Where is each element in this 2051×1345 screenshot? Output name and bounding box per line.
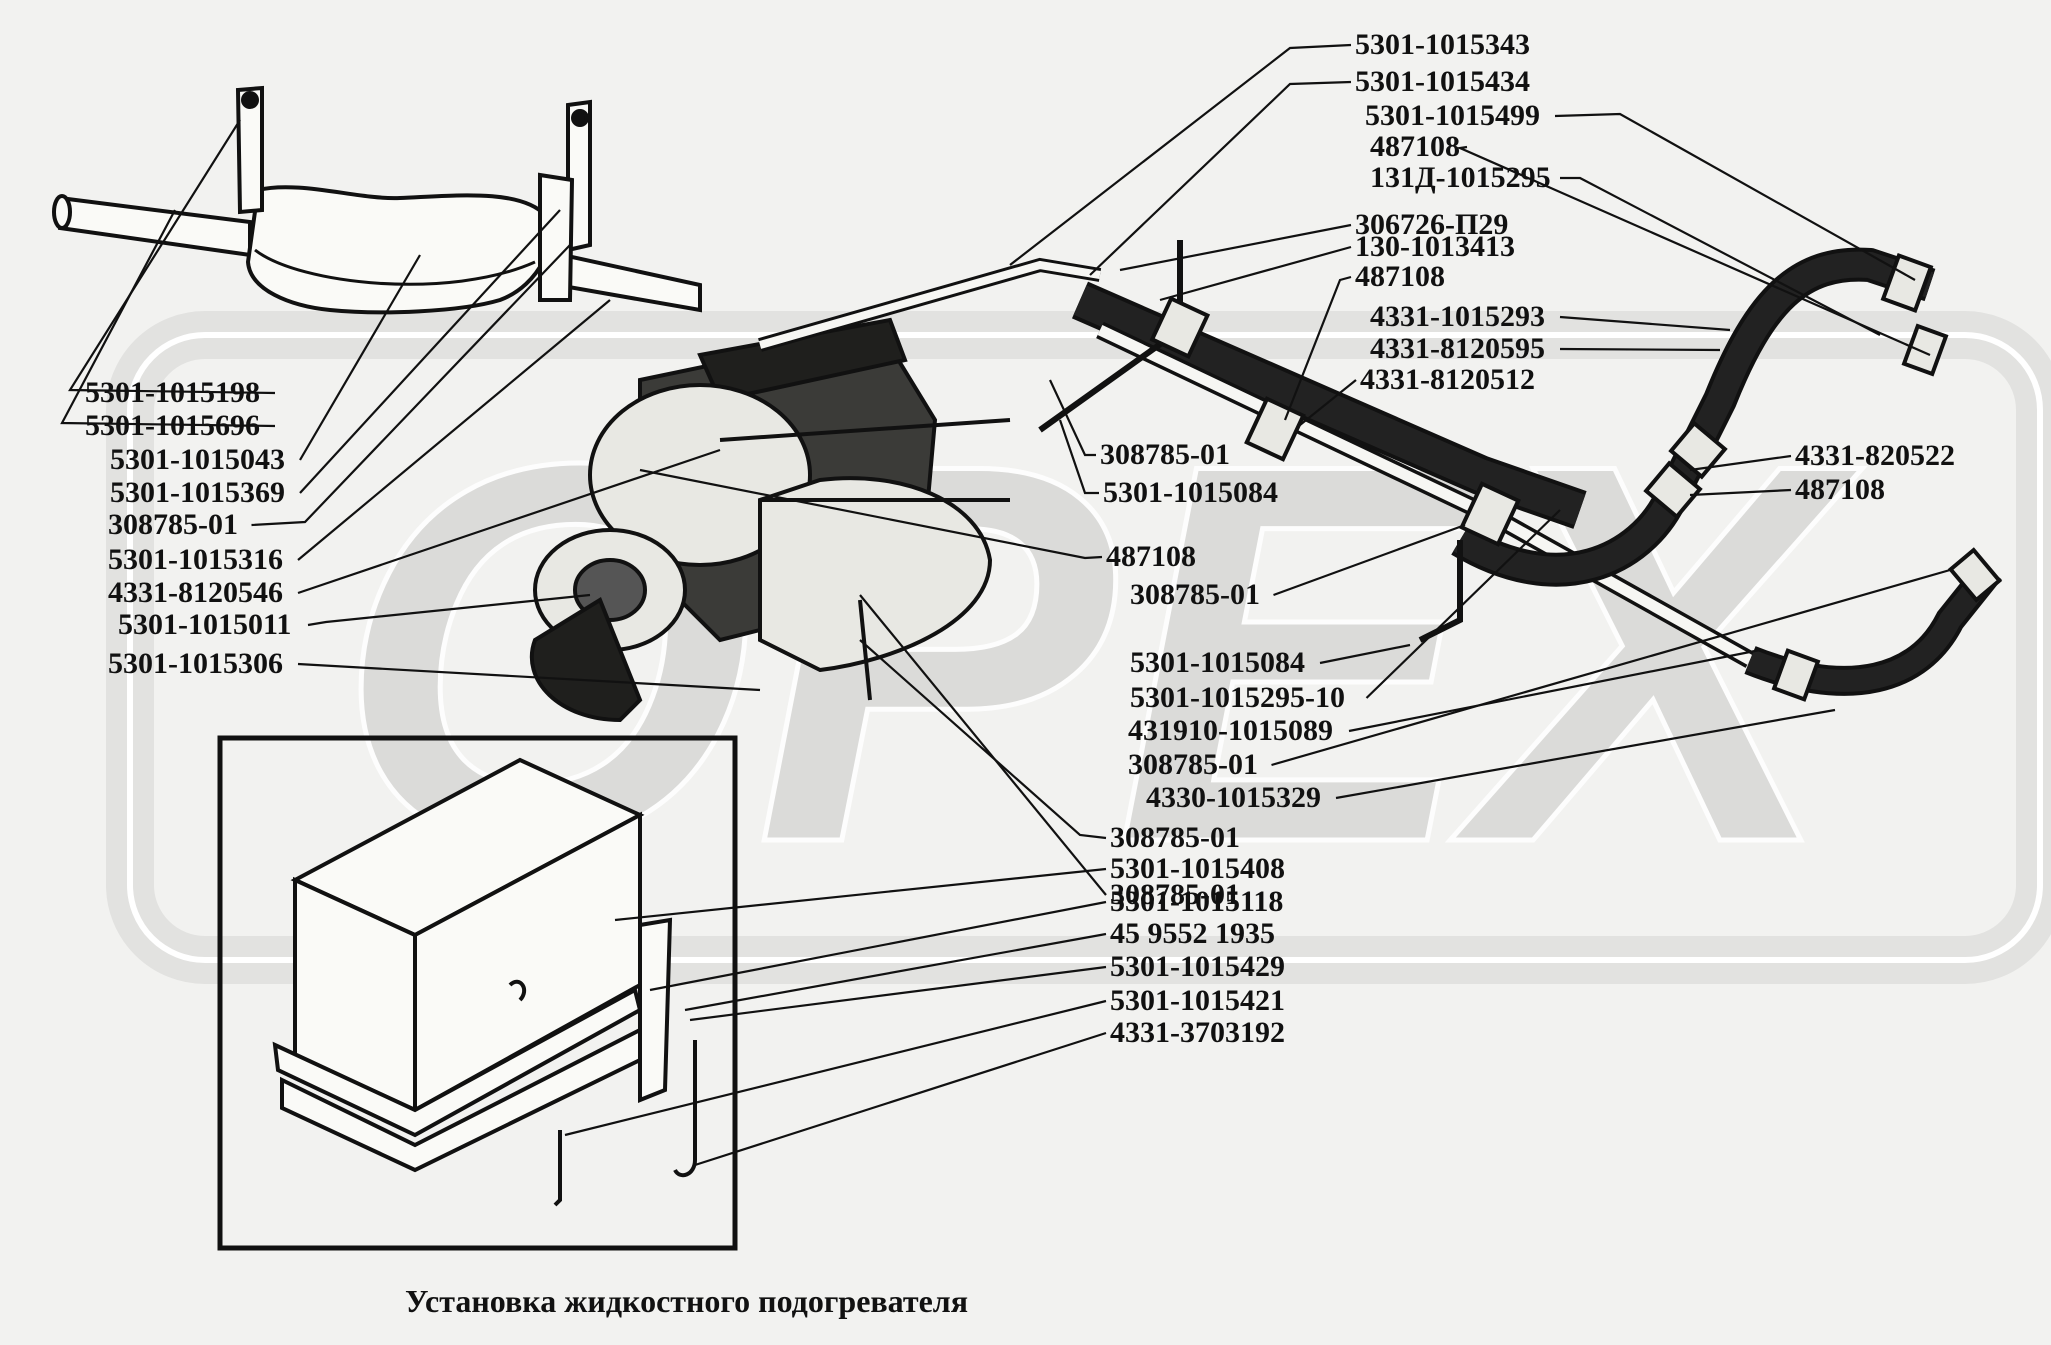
part-number-label: 5301-1015499 [1365,99,1540,132]
leader-line [1283,275,1352,421]
leader-line [1009,43,1352,266]
leader-line [1273,523,1466,597]
part-number-label: 308785-01 [1110,878,1240,911]
leader-line [1456,145,1931,357]
part-number-label: 5301-1015198 [85,376,260,409]
leader-line [1299,379,1357,426]
part-number-label: 308785-01 [1128,748,1258,781]
leader-line [1689,454,1792,472]
part-number-label: 5301-1015316 [108,543,283,576]
part-number-label: 5301-1015011 [118,608,292,641]
part-number-label: 5301-1015343 [1355,28,1530,61]
leader-line [859,594,1107,896]
part-number-label: 5301-1015421 [1110,984,1285,1017]
part-number-label: 308785-01 [1130,578,1260,611]
part-number-label: 130-1013413 [1355,230,1515,263]
leader-line [1089,80,1352,276]
leader-line [1554,112,1916,281]
leader-line [1271,568,1951,767]
part-number-label: 4331-8120595 [1370,332,1545,365]
part-number-label: 306726-П29 [1355,208,1509,241]
part-number-label: 308785-01 [1110,821,1240,854]
leader-line [1559,315,1731,332]
part-number-label: 5301-1015084 [1103,476,1278,509]
leader-line [684,932,1107,1012]
leader-line [1559,347,1721,352]
part-number-label: 431910-1015089 [1128,714,1333,747]
leader-line [1689,488,1792,497]
leader-line [307,593,591,627]
battery-box-inset [217,735,738,1251]
part-number-label: 5301-1015369 [110,476,285,509]
leader-line [297,662,761,692]
leader-line [639,468,1103,560]
leader-line [1365,509,1561,699]
leader-line [1119,223,1352,272]
part-number-label: 308785-01 [1100,438,1230,471]
leader-line [859,639,1107,840]
part-number-label: 5301-1015084 [1130,646,1305,679]
part-number-label: 4331-820522 [1795,439,1955,472]
exhaust-muffler [52,85,702,315]
leader-line [299,209,561,494]
part-number-label: 5301-1015118 [1110,885,1284,918]
leader-line [1159,245,1352,302]
leader-line [1058,419,1099,495]
part-number-label: 5301-1015434 [1355,65,1530,98]
part-number-label: 4330-1015329 [1146,781,1321,814]
part-number-label: 5301-1015043 [110,443,285,476]
part-number-label: 487108 [1355,260,1445,293]
part-number-label: 5301-1015429 [1110,950,1285,983]
part-number-label: 5301-1015696 [85,409,260,442]
part-number-label: 131Д-1015295 [1370,161,1551,194]
leader-line [60,209,276,428]
leader-line [1049,379,1096,457]
leader-line [614,867,1107,922]
leader-line [297,448,721,595]
leader-line [251,244,571,527]
part-number-label: 5301-1015295-10 [1130,681,1345,714]
hose-clamps [1149,253,2003,702]
leader-line [1335,708,1836,800]
part-number-label: 308785-01 [108,508,238,541]
part-number-label: 5301-1015306 [108,647,283,680]
leader-lines [60,43,1951,1167]
leader-line [649,900,1107,992]
part-number-label: 487108 [1795,473,1885,506]
part-number-label: 4331-3703192 [1110,1016,1285,1049]
diagram-caption: Установка жидкостного подогревателя [405,1283,969,1319]
part-number-label: 4331-8120546 [108,576,283,609]
leader-line [1348,648,1761,733]
part-number-label: 4331-8120512 [1360,363,1535,396]
leader-line [299,254,421,461]
part-number-label: 487108 [1106,540,1196,573]
leader-line [1319,643,1411,665]
leader-line [694,1031,1107,1167]
part-number-label: 45 9552 1935 [1110,917,1275,950]
leader-line [1560,176,1881,336]
leader-line [68,119,276,395]
leader-line [564,999,1107,1137]
leader-line [297,299,611,561]
part-number-label: 4331-1015293 [1370,300,1545,333]
part-number-label: 487108 [1370,130,1460,163]
leader-line [689,965,1107,1022]
part-number-label: 5301-1015408 [1110,852,1285,885]
